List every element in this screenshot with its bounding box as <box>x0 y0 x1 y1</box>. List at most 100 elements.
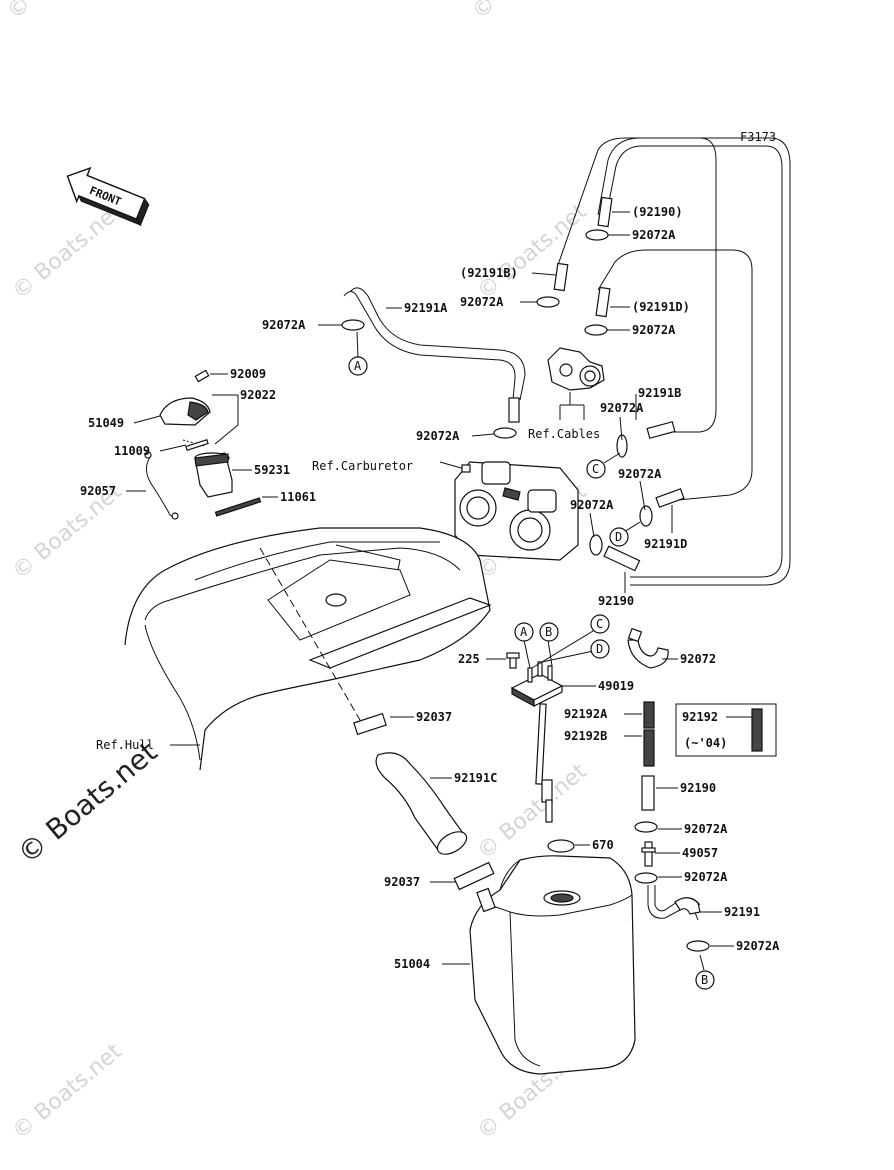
clamp-icon <box>536 296 560 308</box>
clamps <box>341 229 653 556</box>
filler-hose <box>353 712 495 891</box>
watermark: © Boats.net <box>8 199 127 305</box>
callout-c-letter: C <box>592 462 599 476</box>
label-92072a: 92072A <box>736 939 780 953</box>
label-92191b-paren: (92191B) <box>460 266 518 280</box>
fuel-pump <box>547 347 605 420</box>
label-51049: 51049 <box>88 416 124 430</box>
callout-b-letter: B <box>545 625 552 639</box>
hose-92190 <box>597 196 613 228</box>
label-92009: 92009 <box>230 367 266 381</box>
o-ring <box>547 839 575 853</box>
label-92191d: 92191D <box>644 537 687 551</box>
label-92072a: 92072A <box>416 429 460 443</box>
label-92192-box: 92192 <box>682 710 718 724</box>
watermark: © Boats.net <box>473 199 592 305</box>
clamp-icon <box>584 324 608 336</box>
screw-icon <box>194 369 210 383</box>
hose-92191d <box>595 286 611 318</box>
label-92072a: 92072A <box>618 467 662 481</box>
filler-assembly <box>144 369 262 520</box>
hose-92191a <box>508 397 520 423</box>
label-92191a: 92191A <box>404 301 448 315</box>
callout-d: D <box>609 527 629 547</box>
label-59231: 59231 <box>254 463 290 477</box>
label-92190-top: (92190) <box>632 205 683 219</box>
label-ref-carburetor: Ref.Carburetor <box>312 459 413 473</box>
watermark: © Boats.net <box>3 0 122 25</box>
label-92072a: 92072A <box>570 498 614 512</box>
vent-hoses <box>343 137 791 586</box>
label-51004: 51004 <box>394 957 430 971</box>
label-92072a: 92072A <box>460 295 504 309</box>
callout-c-letter: C <box>596 617 603 631</box>
hose-92190-low <box>603 545 641 572</box>
label-92072a: 92072A <box>684 822 728 836</box>
clamp-icon <box>341 319 365 331</box>
label-92192b: 92192B <box>564 729 607 743</box>
label-92192a: 92192A <box>564 707 608 721</box>
clamp-icon <box>589 534 603 556</box>
label-92037: 92037 <box>416 710 452 724</box>
sleeve-92037 <box>453 861 495 891</box>
leader-lines <box>126 211 734 965</box>
hose-segments <box>508 196 685 572</box>
label-11061: 11061 <box>280 490 316 504</box>
label-92057: 92057 <box>80 484 116 498</box>
label-92072a: 92072A <box>684 870 728 884</box>
label-92072: 92072 <box>680 652 716 666</box>
label-92191: 92191 <box>724 905 760 919</box>
callout-d-letter: D <box>596 642 603 656</box>
callout-b-bottom: B <box>695 970 715 990</box>
label-49057: 49057 <box>682 846 718 860</box>
label-92072a: 92072A <box>632 228 676 242</box>
front-arrow-icon: FRONT <box>66 166 150 227</box>
label-92191d-paren: (92191D) <box>632 300 690 314</box>
label-92072a: 92072A <box>262 318 306 332</box>
fuel-tank <box>469 855 636 1075</box>
callout-a-letter: A <box>520 625 528 639</box>
label-92072a: 92072A <box>632 323 676 337</box>
callout-b-pickup: B <box>539 622 559 642</box>
callout-c: C <box>586 459 606 479</box>
label-92190-mid: 92190 <box>598 594 634 608</box>
clamp-icon <box>585 229 609 241</box>
label-92190-low: 92190 <box>680 781 716 795</box>
hose-92191b <box>553 262 569 292</box>
hose-92191b-low <box>646 421 676 439</box>
part-labels: (92190) 92072A (92191B) 92072A (92191D) … <box>80 205 780 971</box>
label-04-note: (~'04) <box>684 736 727 750</box>
label-49019: 49019 <box>598 679 634 693</box>
label-225: 225 <box>458 652 480 666</box>
label-92191c: 92191C <box>454 771 497 785</box>
clamp-icon <box>639 505 653 527</box>
fuel-pickup <box>506 627 599 823</box>
label-ref-cables: Ref.Cables <box>528 427 600 441</box>
revision-box <box>675 703 777 757</box>
watermark-main: © Boats.net <box>11 735 163 870</box>
hose-92191d-low <box>655 488 685 508</box>
callout-a: A <box>348 356 368 376</box>
label-92191b: 92191B <box>638 386 681 400</box>
callout-a-letter: A <box>354 359 362 373</box>
callout-d-pickup: D <box>590 639 610 659</box>
callouts: A C D A B C D B <box>348 356 715 990</box>
label-11009: 11009 <box>114 444 150 458</box>
figure-code: F3173 <box>740 130 776 144</box>
label-670: 670 <box>592 838 614 852</box>
label-92037: 92037 <box>384 875 420 889</box>
watermark: © Boats.net <box>468 0 587 25</box>
label-92022: 92022 <box>240 388 276 402</box>
clamp-92072 <box>627 627 669 669</box>
callout-b-letter: B <box>701 973 708 987</box>
callout-a-pickup: A <box>514 622 534 642</box>
right-parts <box>634 701 710 971</box>
label-92072a: 92072A <box>600 401 644 415</box>
clamp-icon <box>493 427 517 439</box>
watermark: © Boats.net <box>8 1039 127 1145</box>
carburetor <box>439 461 579 561</box>
hull <box>124 527 492 771</box>
callout-c-pickup: C <box>590 614 610 634</box>
callout-d-letter: D <box>615 530 622 544</box>
